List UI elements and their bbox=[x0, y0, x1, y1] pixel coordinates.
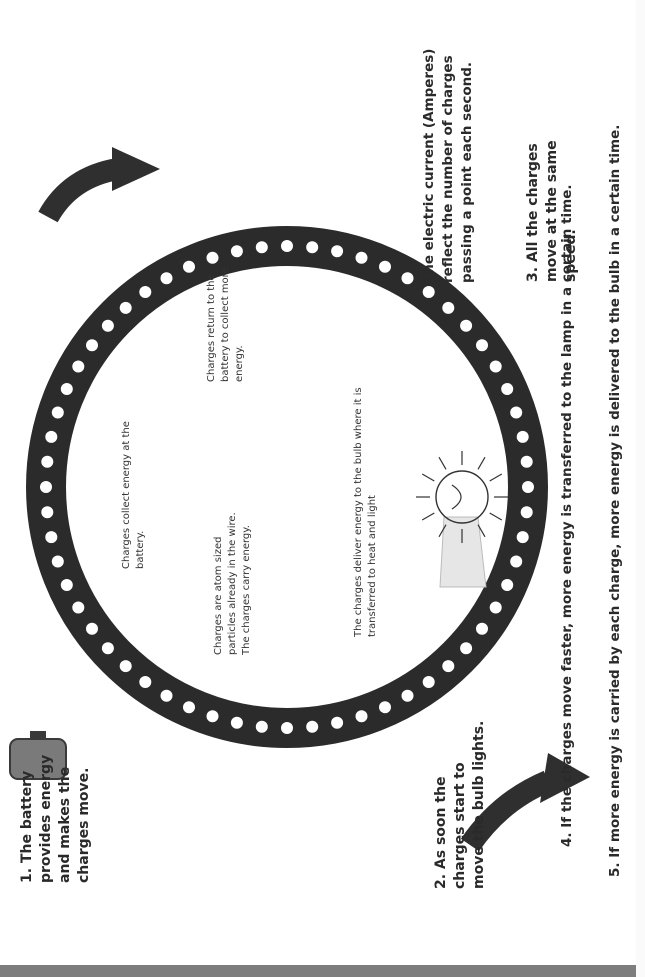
charge-dot bbox=[520, 506, 533, 519]
charge-dot bbox=[501, 579, 514, 591]
charge-dot bbox=[281, 240, 293, 252]
charge-dot bbox=[442, 301, 455, 314]
charge-dot bbox=[101, 642, 114, 655]
charges-group bbox=[40, 240, 534, 734]
bulb-ray bbox=[489, 473, 503, 482]
current-note: The electric current (Amperes) reflect t… bbox=[421, 48, 475, 283]
right-edge bbox=[636, 0, 645, 977]
bulb-ray bbox=[489, 512, 503, 521]
charge-dot bbox=[306, 720, 319, 733]
collect-note: Charges collect energy at the battery. bbox=[121, 421, 146, 569]
bottom-edge bbox=[0, 965, 645, 977]
charge-dot bbox=[460, 642, 473, 655]
charge-dot bbox=[119, 301, 132, 314]
charge-dot bbox=[401, 272, 414, 285]
charge-dot bbox=[72, 360, 85, 373]
arrow-head bbox=[112, 147, 160, 191]
charge-dot bbox=[379, 701, 391, 714]
note5: 5. If more energy is carried by each cha… bbox=[607, 124, 623, 877]
charge-dot bbox=[331, 245, 344, 258]
charge-dot bbox=[206, 251, 219, 264]
arrow-icon bbox=[38, 147, 160, 223]
charge-dot bbox=[101, 319, 114, 332]
return-note: Charges return to the battery to collect… bbox=[206, 267, 245, 382]
bulb-ray bbox=[477, 524, 486, 538]
bulb-icon bbox=[416, 451, 508, 588]
charge-dot bbox=[160, 689, 173, 702]
charge-dot bbox=[51, 406, 64, 419]
charge-dot bbox=[119, 660, 132, 673]
arrow-head bbox=[540, 753, 590, 803]
deliver-note: The charges deliver energy to the bulb w… bbox=[353, 387, 378, 637]
charge-dot bbox=[183, 260, 195, 273]
charge-dot bbox=[139, 676, 152, 688]
charge-dot bbox=[40, 481, 52, 493]
charge-dot bbox=[522, 481, 534, 493]
arrow-icon bbox=[460, 753, 590, 852]
charge-dot bbox=[501, 383, 514, 395]
charge-dot bbox=[331, 716, 344, 729]
charge-dot bbox=[230, 245, 243, 258]
note4: 4. If the charges move faster, more ener… bbox=[559, 184, 575, 847]
charge-dot bbox=[41, 506, 54, 519]
atom-note: Charges are atom sized particles already… bbox=[213, 512, 252, 655]
charge-dot bbox=[60, 579, 73, 591]
charge-dot bbox=[379, 260, 391, 273]
charge-dot bbox=[86, 622, 98, 635]
charge-dot bbox=[442, 660, 455, 673]
charge-dot bbox=[489, 601, 502, 614]
charge-dot bbox=[60, 383, 73, 395]
charge-dot bbox=[139, 286, 152, 298]
step1-label: 1. The battery provides energy and makes… bbox=[19, 754, 92, 883]
charge-dot bbox=[45, 430, 58, 443]
charge-dot bbox=[206, 710, 219, 723]
battery-icon bbox=[9, 731, 67, 780]
charge-dot bbox=[422, 286, 435, 298]
bulb-ray bbox=[421, 473, 435, 482]
charge-dot bbox=[41, 455, 54, 468]
charge-dot bbox=[489, 360, 502, 373]
charge-dot bbox=[401, 689, 414, 702]
charge-dot bbox=[520, 455, 533, 468]
charge-dot bbox=[45, 531, 58, 544]
step2-label: 2. As soon the charges start to move the… bbox=[433, 720, 487, 889]
charge-dot bbox=[460, 319, 473, 332]
charge-dot bbox=[516, 430, 529, 443]
bulb-ray bbox=[421, 512, 435, 521]
wire-loop bbox=[26, 226, 548, 748]
charge-dot bbox=[160, 272, 173, 285]
charge-dot bbox=[516, 531, 529, 544]
charge-dot bbox=[510, 555, 523, 568]
charge-dot bbox=[422, 676, 435, 688]
bulb-ray bbox=[438, 524, 447, 538]
charge-dot bbox=[306, 241, 319, 254]
charge-dot bbox=[255, 241, 268, 254]
charge-dot bbox=[51, 555, 64, 568]
charge-dot bbox=[476, 339, 488, 352]
charge-dot bbox=[255, 720, 268, 733]
charge-dot bbox=[183, 701, 195, 714]
bulb-ray bbox=[438, 456, 447, 470]
charge-dot bbox=[72, 601, 85, 614]
charge-dot bbox=[355, 251, 368, 264]
charge-dot bbox=[230, 716, 243, 729]
charge-dot bbox=[281, 722, 293, 734]
charge-dot bbox=[355, 710, 368, 723]
charge-dot bbox=[86, 339, 98, 352]
bulb-ray bbox=[477, 456, 486, 470]
charge-dot bbox=[510, 406, 523, 419]
charge-dot bbox=[476, 622, 488, 635]
